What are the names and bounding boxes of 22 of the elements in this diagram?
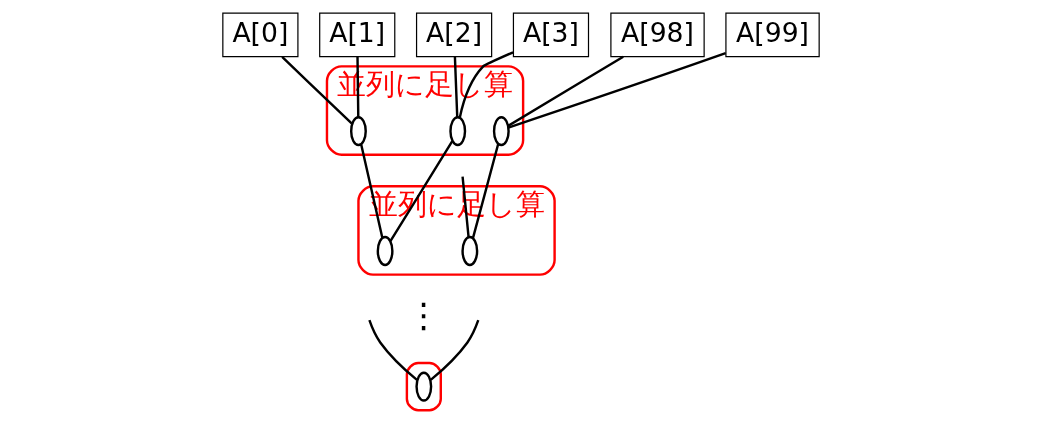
node-box: A[1] <box>318 12 395 58</box>
connector <box>507 52 726 129</box>
connector <box>359 144 384 239</box>
node-ellipse <box>349 116 367 147</box>
node-ellipse <box>448 116 466 147</box>
connector <box>506 55 624 127</box>
node-box: A[3] <box>512 12 589 58</box>
connector <box>471 143 499 239</box>
node-box: A[0] <box>221 12 298 58</box>
connector <box>367 319 418 381</box>
node-ellipse <box>460 235 478 267</box>
node-box: A[99] <box>724 12 820 58</box>
connector <box>458 51 514 118</box>
node-box: A[98] <box>609 12 705 58</box>
node-box: A[2] <box>415 12 492 58</box>
connector <box>429 319 479 381</box>
connector <box>280 56 353 125</box>
node-ellipse <box>414 371 432 402</box>
node-ellipse <box>492 116 510 147</box>
cluster <box>405 361 442 412</box>
label: ⋮ <box>406 296 441 336</box>
node-ellipse <box>376 235 394 267</box>
